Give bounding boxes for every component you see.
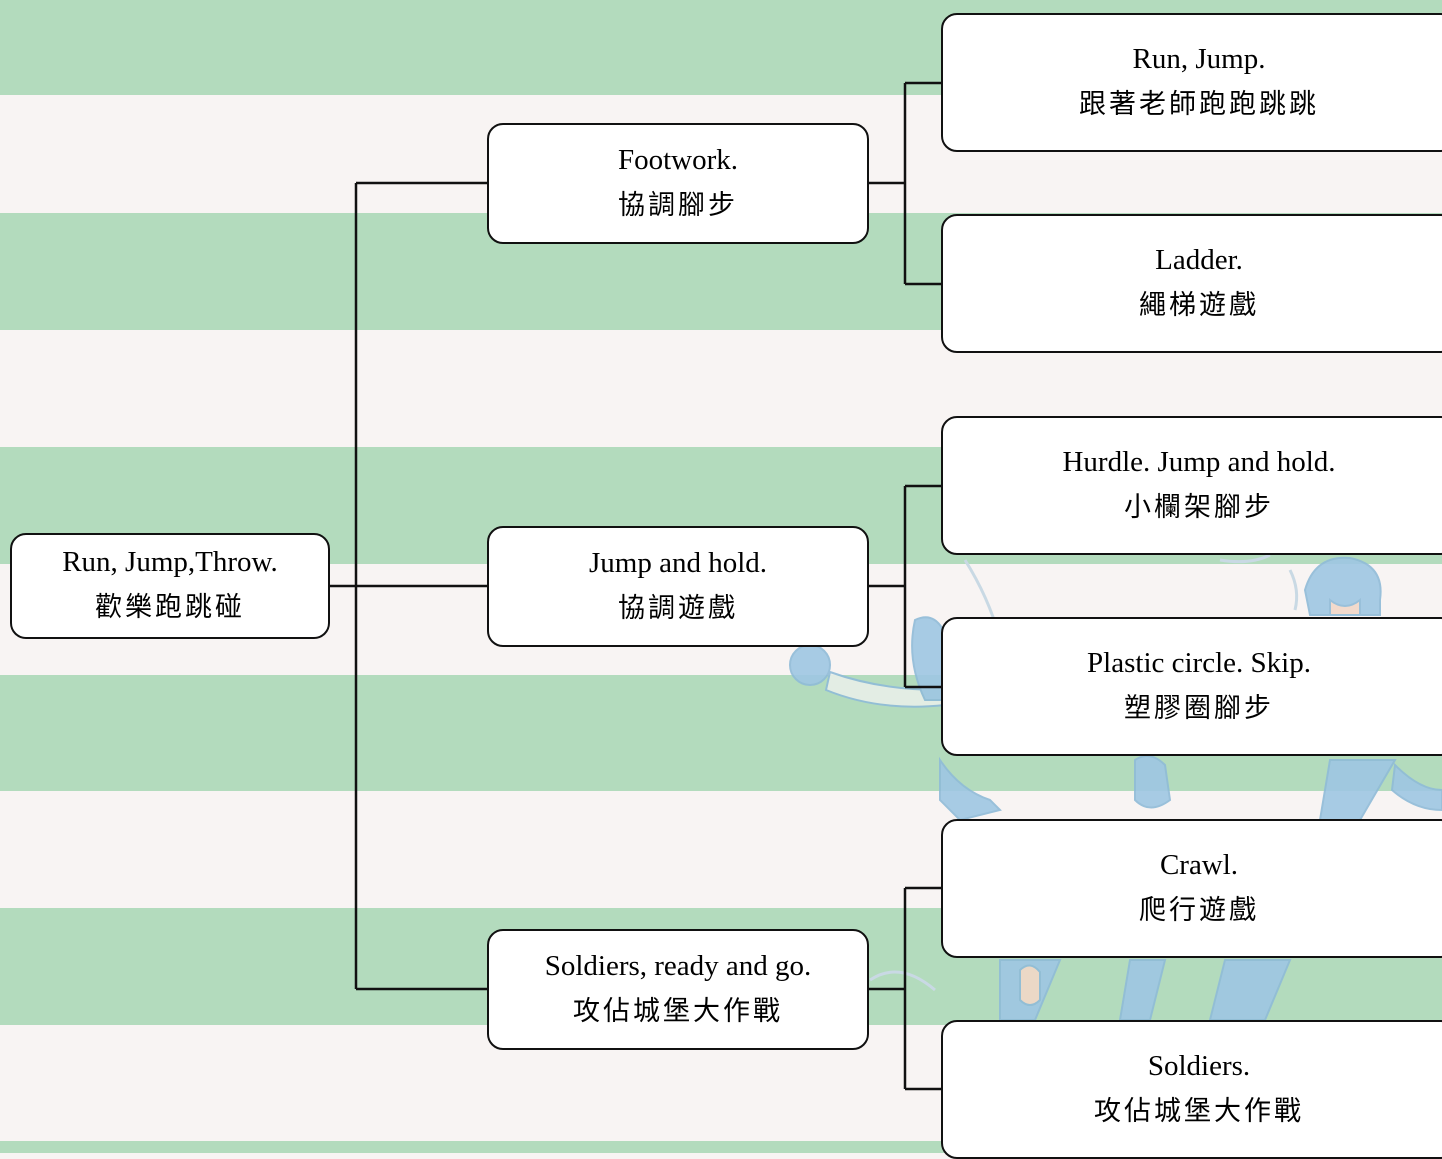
level1-node-jump-and-hold: Jump and hold. 協調遊戲 xyxy=(487,526,869,647)
level2-node-chinese: 爬行遊戲 xyxy=(1139,894,1259,926)
level2-node-english: Run, Jump. xyxy=(1132,42,1266,75)
level1-node-footwork: Footwork. 協調腳步 xyxy=(487,123,869,244)
level2-node-chinese: 塑膠圈腳步 xyxy=(1124,692,1274,724)
level2-node-chinese: 繩梯遊戲 xyxy=(1139,289,1259,321)
level2-node-chinese: 跟著老師跑跑跳跳 xyxy=(1079,88,1319,120)
root-node-chinese: 歡樂跑跳碰 xyxy=(95,592,245,623)
level2-node-english: Crawl. xyxy=(1159,848,1239,881)
level2-node-hurdle: Hurdle. Jump and hold. 小欄架腳步 xyxy=(941,416,1442,555)
level2-node-english: Plastic circle. Skip. xyxy=(1087,646,1311,679)
root-node: Run, Jump,Throw. 歡樂跑跳碰 xyxy=(10,533,330,639)
root-node-english: Run, Jump,Throw. xyxy=(62,546,278,578)
level2-node-plastic-circle: Plastic circle. Skip. 塑膠圈腳步 xyxy=(941,617,1442,756)
level1-node-chinese: 協調遊戲 xyxy=(618,592,738,624)
level2-node-english: Hurdle. Jump and hold. xyxy=(1062,445,1336,478)
level1-node-chinese: 攻佔城堡大作戰 xyxy=(573,995,783,1027)
level2-node-chinese: 小欄架腳步 xyxy=(1124,491,1274,523)
level1-node-english: Soldiers, ready and go. xyxy=(544,949,812,982)
level1-node-chinese: 協調腳步 xyxy=(618,189,738,221)
level2-node-run-jump: Run, Jump. 跟著老師跑跑跳跳 xyxy=(941,13,1442,152)
level1-node-english: Jump and hold. xyxy=(588,546,768,579)
level2-node-chinese: 攻佔城堡大作戰 xyxy=(1094,1095,1304,1127)
level2-node-ladder: Ladder. 繩梯遊戲 xyxy=(941,214,1442,353)
level2-node-soldiers: Soldiers. 攻佔城堡大作戰 xyxy=(941,1020,1442,1159)
level2-node-crawl: Crawl. 爬行遊戲 xyxy=(941,819,1442,958)
level1-node-english: Footwork. xyxy=(617,143,739,176)
level2-node-english: Soldiers. xyxy=(1147,1049,1251,1082)
level2-node-english: Ladder. xyxy=(1155,243,1243,276)
level1-node-soldiers-ready: Soldiers, ready and go. 攻佔城堡大作戰 xyxy=(487,929,869,1050)
